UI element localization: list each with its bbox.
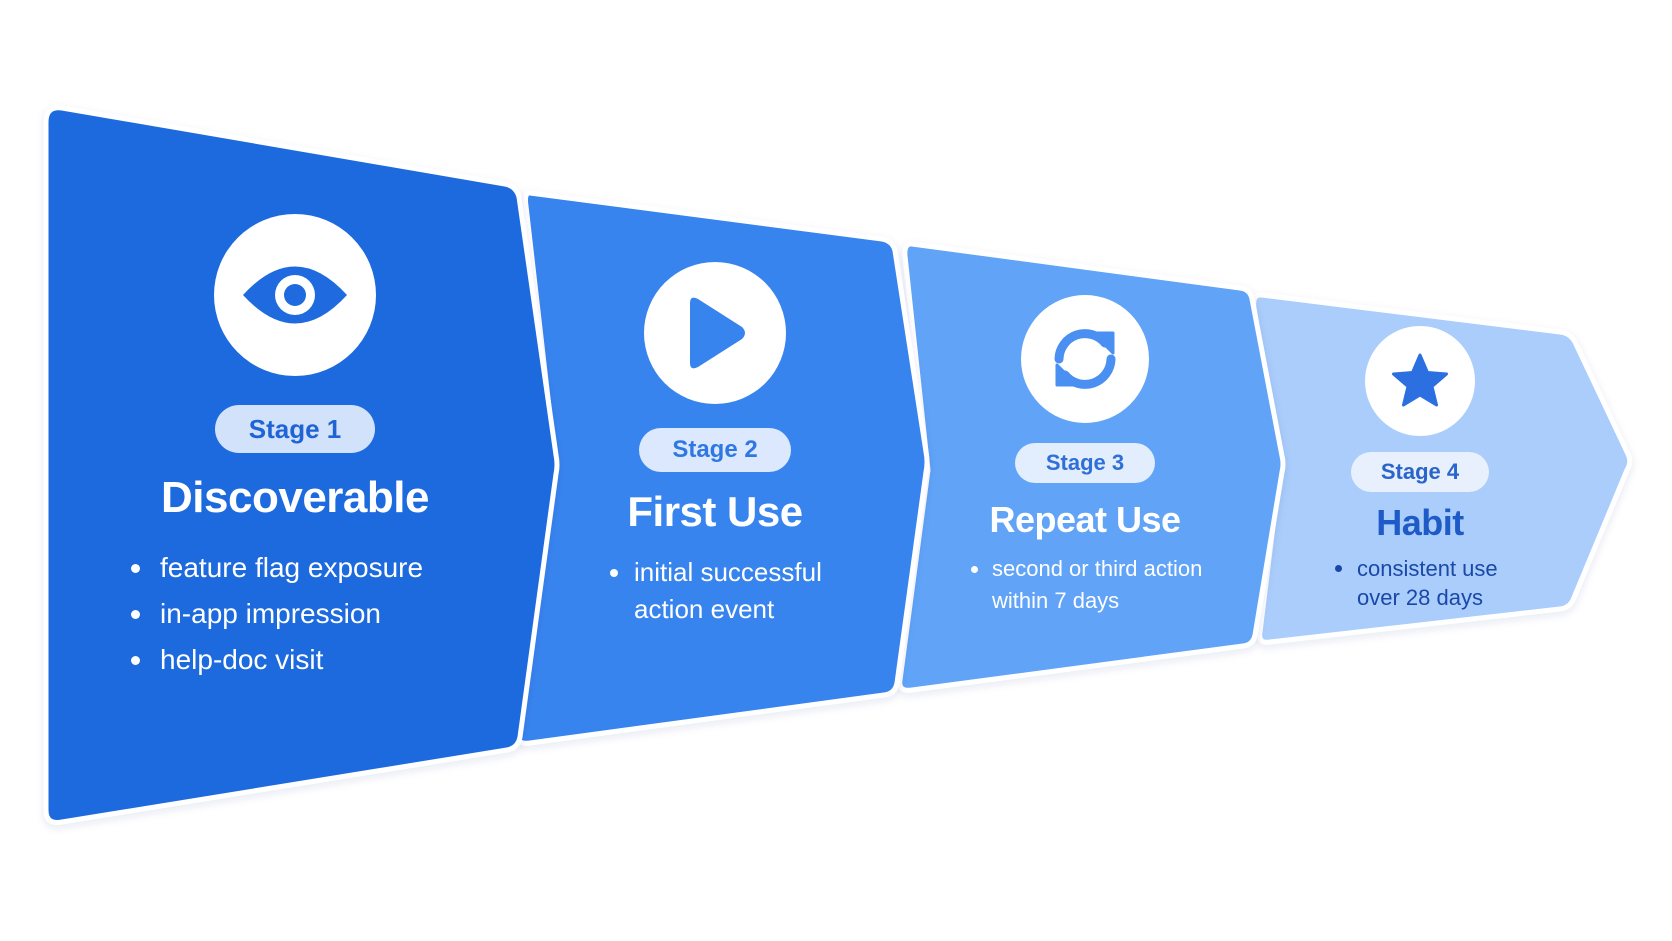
stage-3-icon-circle xyxy=(1021,295,1149,423)
stage-1-bullet: help-doc visit xyxy=(130,637,423,683)
stage-4-bullet: consistent use over 28 days xyxy=(1335,554,1517,612)
stage-2-bullet: initial successful action event xyxy=(610,554,849,628)
stage-2-title: First Use xyxy=(627,488,803,535)
stage-1-bullets: feature flag exposure in-app impression … xyxy=(115,545,423,683)
stage-4-title: Habit xyxy=(1376,502,1464,543)
eye-icon xyxy=(243,266,347,324)
stage-3-badge: Stage 3 xyxy=(1015,443,1155,483)
star-icon xyxy=(1392,353,1448,407)
stage-1-badge: Stage 1 xyxy=(215,405,375,453)
stage-4: Stage 4 Habit consistent use over 28 day… xyxy=(1305,326,1535,612)
stage-2-icon-circle xyxy=(644,262,786,404)
stage-4-bullets: consistent use over 28 days xyxy=(1305,554,1517,612)
stage-3-bullets: second or third action within 7 days xyxy=(950,553,1207,617)
stage-1-bullet: feature flag exposure xyxy=(130,545,423,591)
stage-3-bullet: second or third action within 7 days xyxy=(971,553,1207,617)
stage-4-badge: Stage 4 xyxy=(1351,452,1489,492)
stage-1-icon-circle xyxy=(214,214,376,376)
play-icon xyxy=(690,297,745,369)
stage-3-title: Repeat Use xyxy=(989,499,1181,540)
stage-3: Stage 3 Repeat Use second or third actio… xyxy=(950,295,1220,617)
stage-1-shape xyxy=(43,105,560,825)
stage-1-title: Discoverable xyxy=(161,473,429,522)
stage-4-icon-circle xyxy=(1365,326,1475,436)
stage-2-badge: Stage 2 xyxy=(639,428,791,472)
refresh-icon xyxy=(1054,329,1116,389)
stage-1-bullet: in-app impression xyxy=(130,591,423,637)
stage-2: Stage 2 First Use initial successful act… xyxy=(580,262,850,628)
stage-1: Stage 1 Discoverable feature flag exposu… xyxy=(115,214,475,683)
stage-2-bullets: initial successful action event xyxy=(580,554,849,628)
